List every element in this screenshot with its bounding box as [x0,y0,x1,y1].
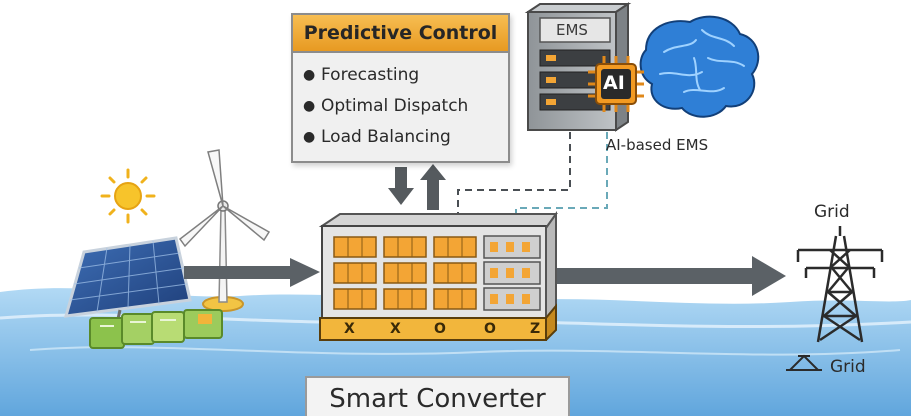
predictive-control-panel: Predictive Control ● Forecasting ● Optimal… [291,13,510,163]
ems-dashed-links [457,132,608,226]
bullet-icon: ● [303,67,316,83]
converter-base-mark: Z [530,321,541,337]
predictive-control-list: ● Forecasting ● Optimal Dispatch ● Load Bal… [293,53,508,156]
list-item-label: Forecasting [321,65,420,85]
grid-top-label: Grid [814,202,850,222]
input-power-arrow [184,258,320,287]
list-item: ● Optimal Dispatch [303,94,508,125]
transmission-tower-icon [796,226,884,343]
converter-base-mark: O [484,321,496,337]
list-item: ● Forecasting [303,63,508,94]
smart-converter-label: Smart Converter [305,376,570,416]
list-item-label: Load Balancing [321,127,451,147]
control-arrows [388,164,446,210]
ai-chip-icon [588,56,644,112]
converter-base-mark: X [344,321,355,337]
sun-icon [100,168,156,224]
ai-chip-label: AI [603,72,625,94]
smart-converter-cabinet [318,210,558,341]
brain-icon [639,15,760,118]
output-power-arrow [548,256,786,296]
bullet-icon: ● [303,98,316,114]
list-item: ● Load Balancing [303,125,508,156]
ems-rack-label: EMS [556,21,588,39]
grid-bottom-label: Grid [830,357,866,377]
converter-base-mark: O [434,321,446,337]
grid-symbol-icon [786,354,822,371]
converter-base-mark: X [390,321,401,337]
bullet-icon: ● [303,129,316,145]
predictive-control-title: Predictive Control [293,15,508,53]
wind-turbine-icon [178,149,271,312]
ems-caption: AI-based EMS [606,136,709,154]
battery-module-icon [89,309,223,349]
list-item-label: Optimal Dispatch [321,96,469,116]
